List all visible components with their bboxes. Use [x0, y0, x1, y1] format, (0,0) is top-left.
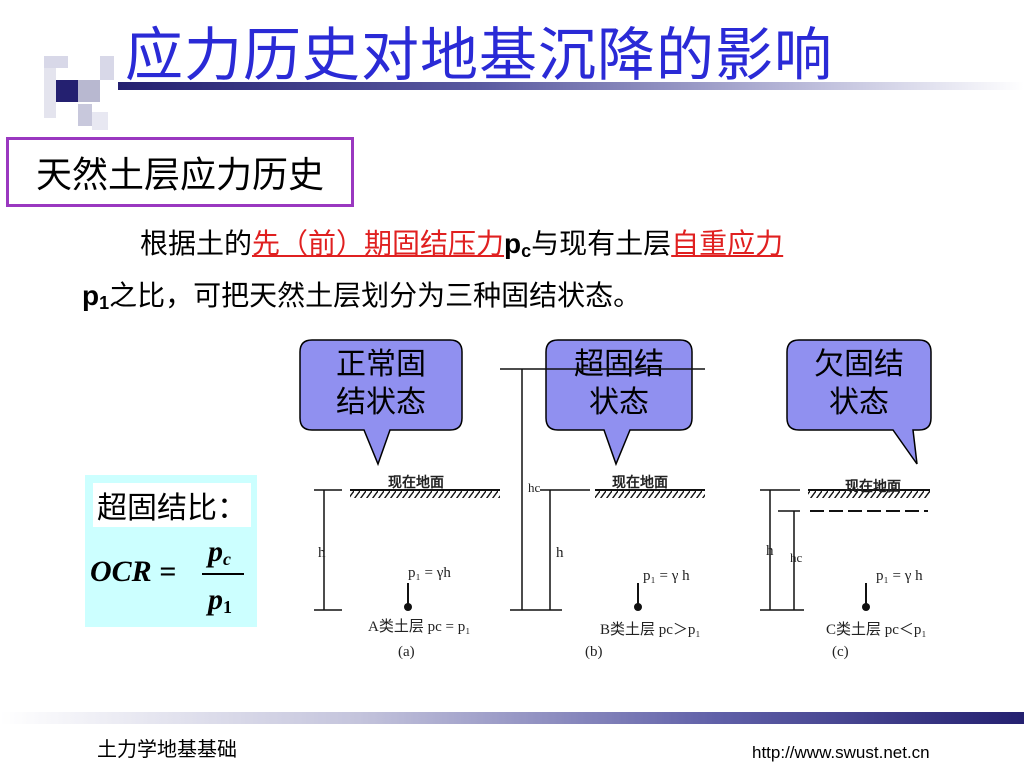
symbol-p1: p1 — [82, 280, 110, 313]
diagram-a-layer-label: A类土层 pc = p₁ — [368, 619, 471, 635]
diagram-a-h-label: h — [318, 545, 326, 561]
ocr-label: 超固结比： — [93, 483, 251, 527]
diagram-b-caption: (b) — [585, 644, 603, 660]
paragraph-line-2: p1之比，可把天然土层划分为三种固结状态。 — [82, 279, 642, 313]
diagram-b-hc-label: hc — [528, 480, 541, 495]
footer-bar — [0, 712, 1024, 724]
diagram-a-caption: (a) — [398, 644, 415, 660]
diagram-b-h-label: h — [556, 545, 564, 561]
fraction-bar — [202, 573, 244, 575]
diagram-c-layer-label: C类土层 pc＜p₁ — [826, 622, 927, 638]
ocr-formula: OCR = pc p1 — [90, 535, 250, 625]
diagram-c-ground-label: 现在地面 — [845, 479, 901, 495]
ocr-numerator: pc — [208, 535, 231, 569]
page-title: 应力历史对地基沉降的影响 — [125, 21, 834, 89]
footer-url: http://www.swust.net.cn — [752, 743, 930, 762]
callout-normal-consolidation: 正常固结状态 — [298, 338, 464, 468]
diagram-a — [314, 489, 500, 611]
diagram-c-hc-label: hc — [790, 550, 803, 565]
ocr-denominator: p1 — [208, 583, 232, 617]
paragraph-line-1: 根据土的先（前）期固结压力pc与现有土层自重应力 — [140, 227, 784, 261]
callout-under-consolidation: 欠固结状态 — [785, 338, 933, 468]
diagram-c-h-label: h — [766, 543, 774, 559]
section-label: 天然土层应力历史 — [35, 155, 324, 196]
diagram-a-equation: p₁ = γh — [408, 565, 451, 581]
diagram-c-equation: p₁ = γ h — [876, 568, 923, 584]
diagram-b-ground-label: 现在地面 — [612, 475, 668, 491]
section-label-box: 天然土层应力历史 — [6, 137, 354, 207]
diagram-b — [500, 368, 705, 611]
title-underline-bar — [118, 82, 1024, 90]
callout-over-consolidation: 超固结状态 — [544, 338, 694, 468]
diagram-c-caption: (c) — [832, 644, 849, 660]
term-self-weight-stress: 自重应力 — [671, 227, 784, 260]
diagram-b-equation: p₁ = γ h — [643, 568, 690, 584]
term-preconsolidation-pressure: 先（前）期固结压力 — [252, 227, 505, 260]
symbol-pc: pc — [504, 228, 532, 261]
diagram-b-layer-label: B类土层 pc＞p₁ — [600, 622, 701, 638]
consolidation-diagrams — [314, 368, 930, 611]
footer-course-title: 土力学地基基础 — [97, 737, 237, 761]
diagram-a-ground-label: 现在地面 — [388, 475, 444, 491]
diagram-c — [760, 489, 930, 611]
